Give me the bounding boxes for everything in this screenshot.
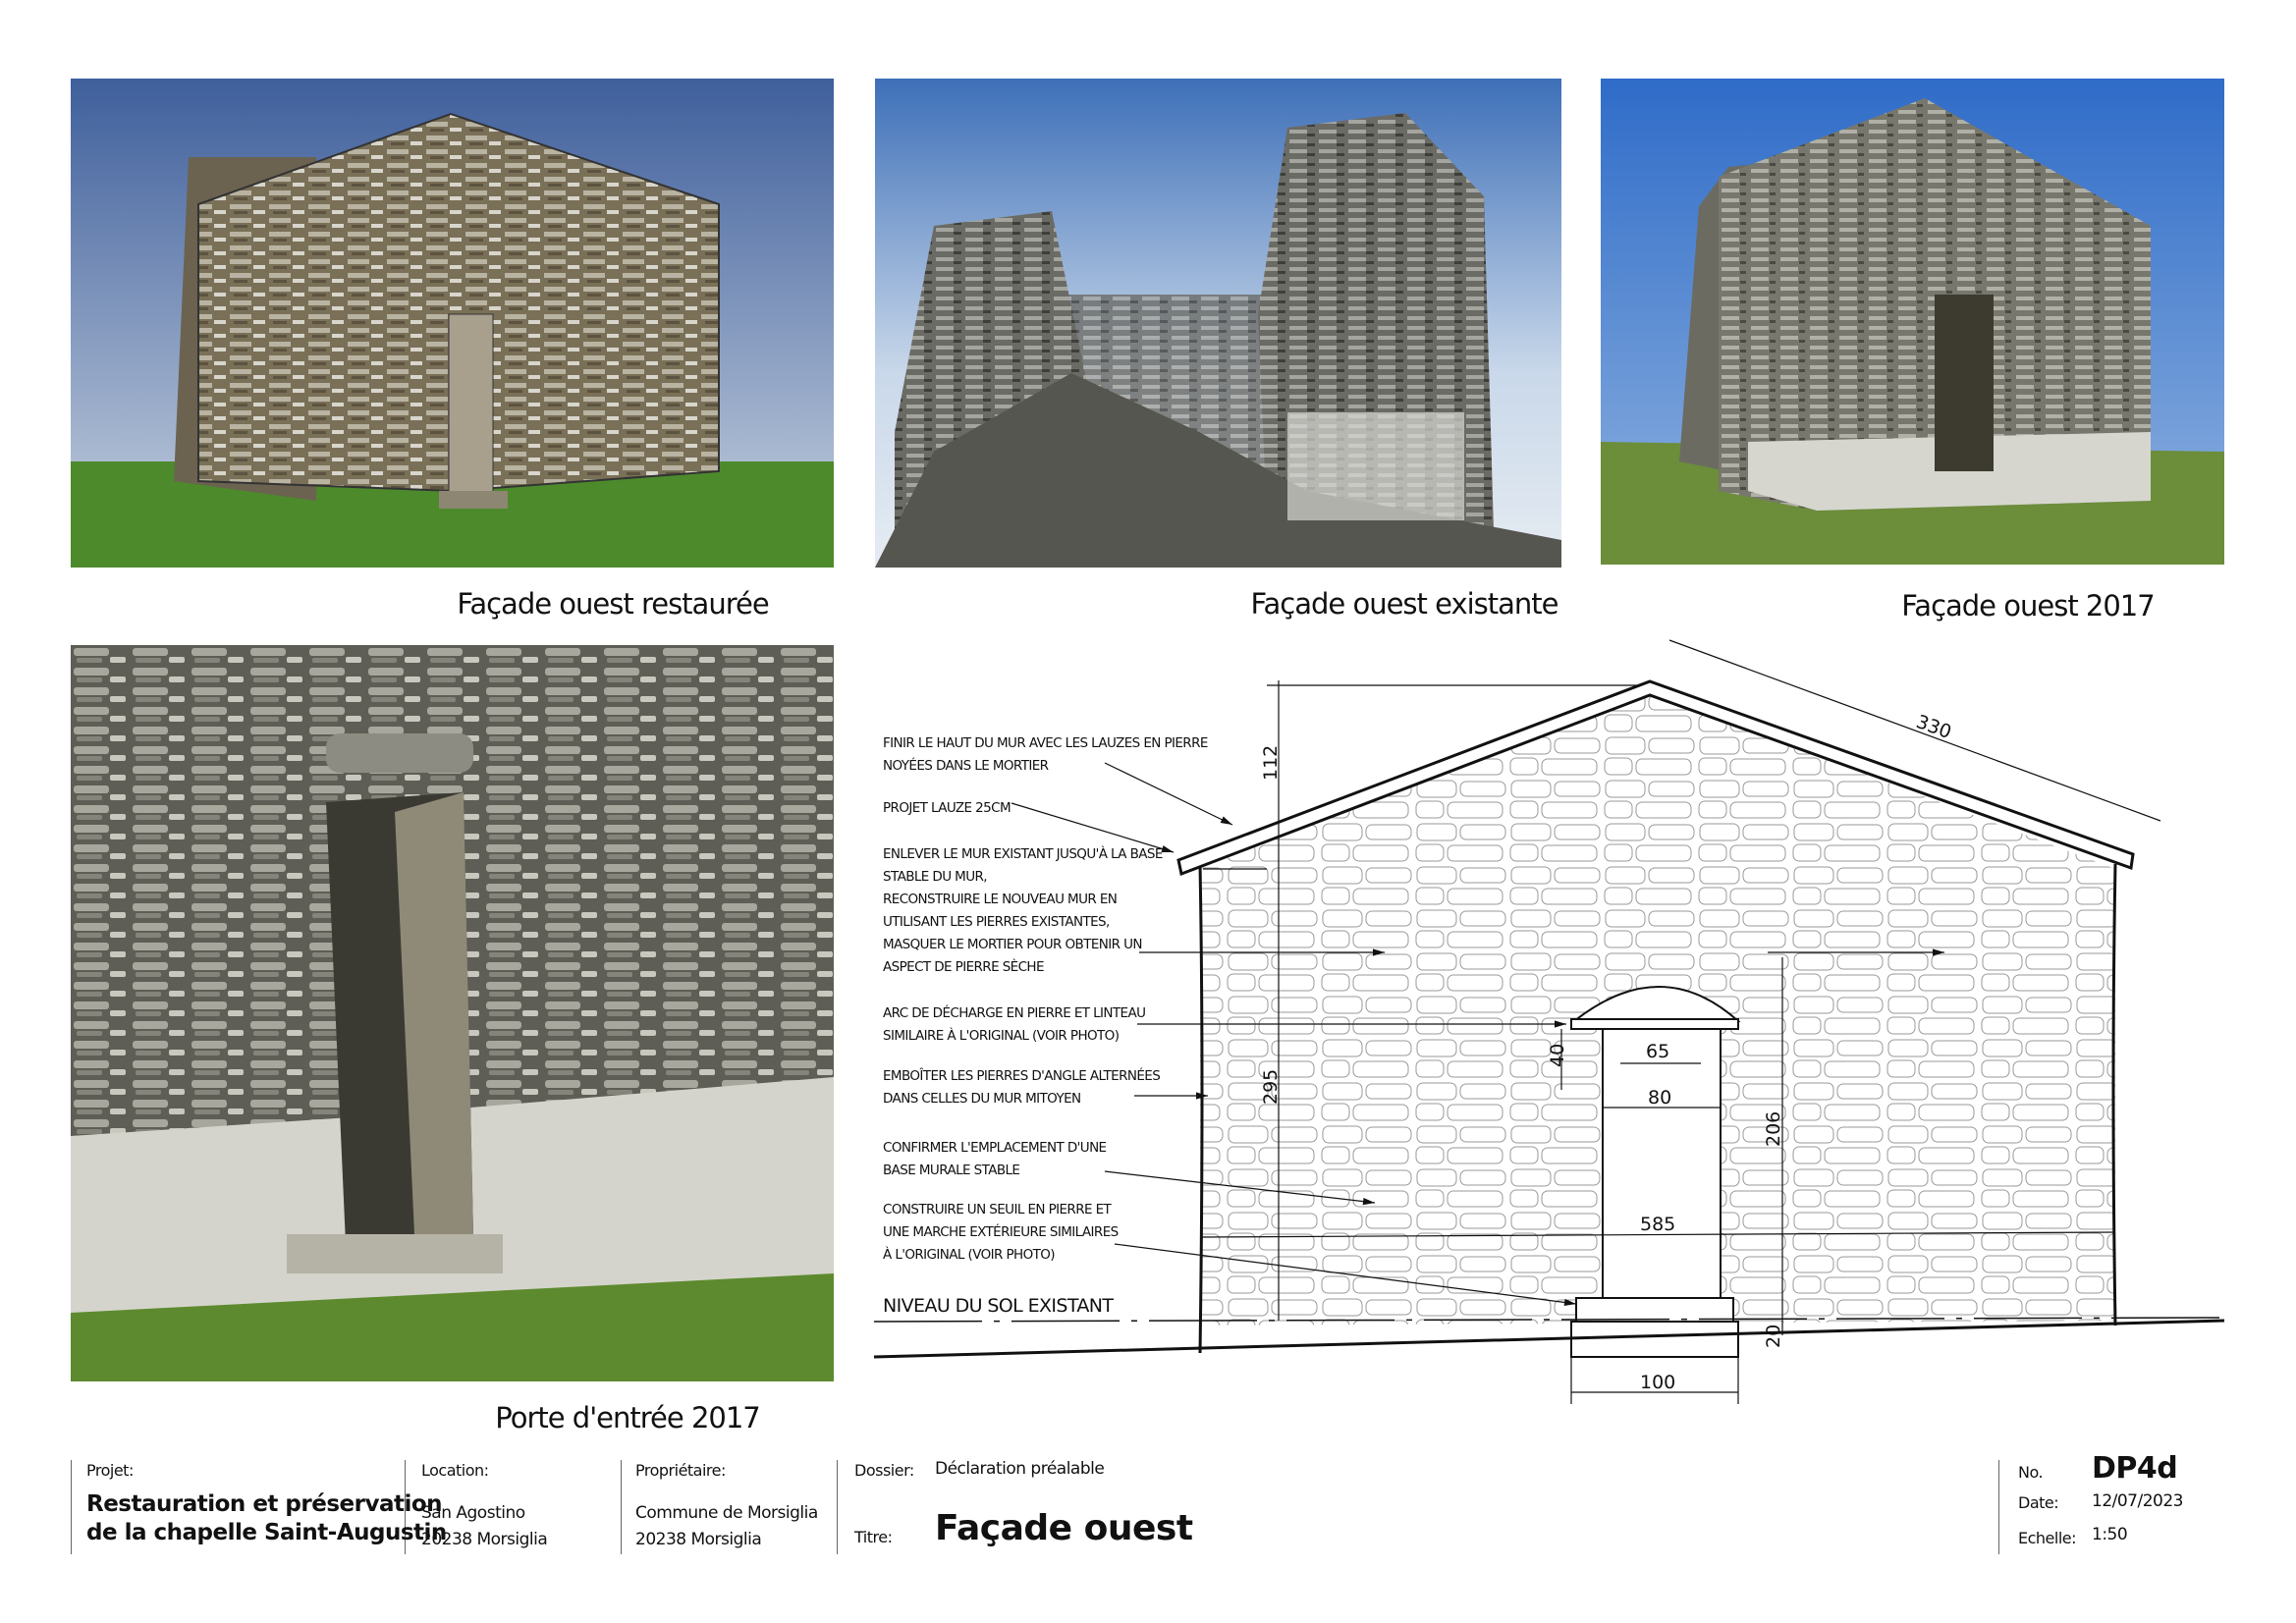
note-line: BASE MURALE STABLE bbox=[883, 1163, 1019, 1178]
owner-line: Commune de Morsiglia bbox=[635, 1503, 818, 1523]
project-name: Restauration et préservation de la chape… bbox=[86, 1490, 447, 1547]
scale-label: Echelle: bbox=[2018, 1529, 2077, 1547]
note-line: CONFIRMER L'EMPLACEMENT D'UNE bbox=[883, 1140, 1107, 1156]
right-wall-edge bbox=[2111, 863, 2117, 1326]
dossier-label: Dossier: bbox=[854, 1461, 914, 1480]
photo-caption: Façade ouest existante bbox=[1250, 587, 1558, 621]
exterior-step bbox=[1570, 1321, 1739, 1358]
dim-wall-height: 295 bbox=[1260, 1069, 1282, 1105]
date-value: 12/07/2023 bbox=[2092, 1491, 2183, 1511]
note-line: UTILISANT LES PIERRES EXISTANTES, bbox=[883, 914, 1110, 930]
project-name-line: de la chapelle Saint-Augustin bbox=[86, 1520, 447, 1545]
ground-line bbox=[873, 1319, 2225, 1359]
location-line: 20238 Morsiglia bbox=[421, 1530, 548, 1549]
dim-door-height: 206 bbox=[1763, 1111, 1784, 1147]
title-block-divider bbox=[405, 1460, 406, 1554]
dimension-lines bbox=[1199, 639, 2161, 1404]
note-line: CONSTRUIRE UN SEUIL EN PIERRE ET bbox=[883, 1202, 1113, 1217]
dossier-value: Déclaration préalable bbox=[935, 1459, 1105, 1479]
title-block-divider bbox=[837, 1460, 838, 1554]
location-line: San Agostino bbox=[421, 1503, 525, 1523]
sheet-title: Façade ouest bbox=[935, 1508, 1193, 1548]
note-line: SIMILAIRE À L'ORIGINAL (VOIR PHOTO) bbox=[883, 1027, 1120, 1044]
ground-level-label: NIVEAU DU SOL EXISTANT bbox=[883, 1295, 1114, 1317]
lintel bbox=[1570, 1018, 1739, 1030]
dim-door-width: 80 bbox=[1648, 1087, 1671, 1109]
note-line: FINIR LE HAUT DU MUR AVEC LES LAUZES EN … bbox=[883, 735, 1208, 751]
photo-caption: Façade ouest restaurée bbox=[457, 587, 769, 621]
owner-label: Propriétaire: bbox=[635, 1461, 726, 1480]
note-line: ENLEVER LE MUR EXISTANT JUSQU'À LA BASE bbox=[883, 845, 1163, 862]
project-name-line: Restauration et préservation bbox=[86, 1491, 443, 1517]
photo-facade-2017 bbox=[1601, 79, 2224, 565]
location-value: San Agostino 20238 Morsiglia bbox=[421, 1500, 548, 1553]
note-line: EMBOÎTER LES PIERRES D'ANGLE ALTERNÉES bbox=[883, 1066, 1160, 1084]
dim-facade-width: 585 bbox=[1640, 1214, 1675, 1235]
owner-line: 20238 Morsiglia bbox=[635, 1530, 762, 1549]
photo-caption: Porte d'entrée 2017 bbox=[495, 1401, 761, 1434]
note-line: DANS CELLES DU MUR MITOYEN bbox=[883, 1091, 1081, 1107]
title-block-divider bbox=[71, 1460, 72, 1554]
title-block-divider bbox=[621, 1460, 622, 1554]
date-label: Date: bbox=[2018, 1493, 2059, 1512]
dim-lintel-height: 40 bbox=[1547, 1044, 1568, 1067]
note-line: À L'ORIGINAL (VOIR PHOTO) bbox=[883, 1246, 1055, 1263]
dim-gable-height: 112 bbox=[1260, 745, 1282, 781]
relieving-arch bbox=[1571, 986, 1741, 1022]
photo-facade-restored bbox=[71, 79, 834, 568]
note-line: ASPECT DE PIERRE SÈCHE bbox=[883, 958, 1044, 975]
sheet-number: DP4d bbox=[2092, 1451, 2178, 1486]
dim-step-width: 100 bbox=[1640, 1372, 1675, 1393]
note-line: ARC DE DÉCHARGE EN PIERRE ET LINTEAU bbox=[883, 1004, 1145, 1021]
roof-lauze bbox=[1176, 679, 2135, 877]
dim-roof-slope: 330 bbox=[1913, 711, 1954, 743]
dim-door-top-width: 65 bbox=[1646, 1041, 1669, 1062]
note-line: STABLE DU MUR, bbox=[883, 869, 987, 885]
location-label: Location: bbox=[421, 1461, 489, 1480]
project-label: Projet: bbox=[86, 1461, 134, 1480]
photo-entrance-door bbox=[71, 645, 834, 1381]
threshold bbox=[1575, 1297, 1734, 1323]
number-label: No. bbox=[2018, 1463, 2044, 1482]
note-line: PROJET LAUZE 25CM bbox=[883, 800, 1011, 816]
annotation-notes: FINIR LE HAUT DU MUR AVEC LES LAUZES EN … bbox=[883, 735, 1208, 1317]
note-line: NOYÉES DANS LE MORTIER bbox=[883, 757, 1049, 774]
title-block-divider bbox=[1998, 1460, 1999, 1554]
existing-ground-level-line bbox=[873, 1317, 2225, 1323]
dim-step-height: 20 bbox=[1763, 1325, 1784, 1348]
photo-facade-existing bbox=[875, 79, 1561, 568]
door-opening bbox=[1602, 1026, 1722, 1303]
note-line: RECONSTRUIRE LE NOUVEAU MUR EN bbox=[883, 892, 1117, 907]
leader-lines bbox=[1011, 762, 1944, 1307]
owner-value: Commune de Morsiglia 20238 Morsiglia bbox=[635, 1500, 818, 1553]
title-label: Titre: bbox=[854, 1528, 893, 1546]
scale-value: 1:50 bbox=[2092, 1525, 2128, 1544]
note-line: UNE MARCHE EXTÉRIEURE SIMILAIRES bbox=[883, 1223, 1119, 1240]
note-line: MASQUER LE MORTIER POUR OBTENIR UN bbox=[883, 937, 1142, 952]
photo-caption: Façade ouest 2017 bbox=[1901, 589, 2155, 622]
